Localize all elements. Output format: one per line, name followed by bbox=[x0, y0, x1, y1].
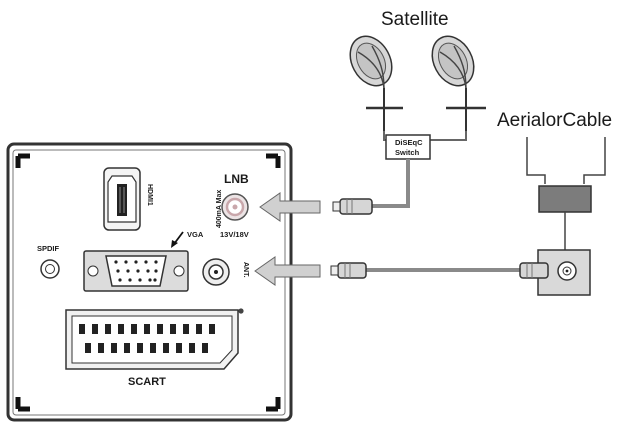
corner-bracket-top-right bbox=[266, 153, 281, 168]
lnb-current-label: 400mA Max bbox=[216, 190, 223, 228]
ant-socket[interactable] bbox=[202, 258, 230, 286]
satellite-dish-icon bbox=[431, 35, 486, 131]
corner-bracket-bottom-left bbox=[15, 397, 30, 412]
ant-label: ANT. bbox=[242, 262, 249, 278]
lnb-label: LNB bbox=[224, 172, 249, 186]
aerial-splitter-box bbox=[538, 185, 592, 213]
hdmi-port[interactable] bbox=[103, 167, 141, 231]
satellite-cable bbox=[372, 159, 410, 208]
satellite-label: Satellite bbox=[381, 9, 449, 30]
arrow-left-icon bbox=[254, 256, 321, 286]
vga-port[interactable] bbox=[83, 250, 189, 292]
aerial-wire-right bbox=[583, 137, 606, 184]
hdmi-label: HDMI1 bbox=[146, 184, 153, 206]
aerial-or-cable-label: AerialorCable bbox=[497, 110, 612, 131]
spdif-label: SPDIF bbox=[37, 244, 60, 253]
corner-bracket-top-left bbox=[15, 153, 30, 168]
satellite-dish-icon bbox=[349, 35, 403, 131]
diseqc-label-line1: DiSEqC bbox=[395, 138, 423, 147]
scart-label: SCART bbox=[128, 376, 166, 388]
lnb-socket[interactable] bbox=[221, 193, 249, 221]
corner-bracket-bottom-right bbox=[266, 397, 281, 412]
panel-screw-hole bbox=[238, 308, 244, 314]
vga-label: VGA bbox=[187, 230, 204, 239]
arrow-left-icon bbox=[259, 192, 321, 222]
wall-cable-plug bbox=[519, 262, 549, 279]
panel-inner-outline bbox=[12, 149, 286, 416]
lnb-cable-plug bbox=[332, 198, 373, 215]
vga-pointer-head bbox=[171, 240, 178, 248]
ant-cable-plug bbox=[330, 262, 367, 279]
diseqc-label-line2: Switch bbox=[395, 148, 420, 157]
spdif-port[interactable] bbox=[40, 259, 60, 279]
aerial-wire-left bbox=[526, 137, 546, 184]
lnb-voltage-label: 13V/18V bbox=[220, 230, 249, 239]
scart-port[interactable] bbox=[65, 309, 239, 370]
diseqc-switch: DiSEqC Switch bbox=[385, 134, 431, 160]
tv-rear-panel: HDMI1 LNB 400mA Max 13V/18V SPDIF VGA bbox=[6, 142, 293, 422]
